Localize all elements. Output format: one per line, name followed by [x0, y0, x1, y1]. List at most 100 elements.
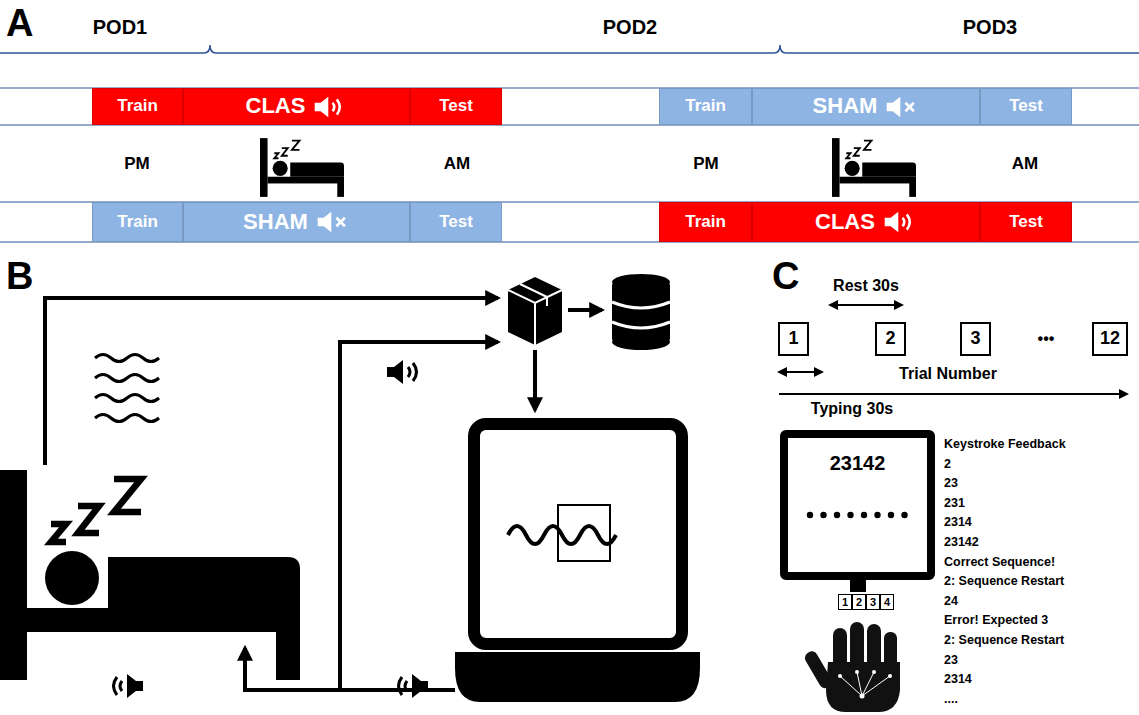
feedback-line: Keystroke Feedback	[944, 437, 1066, 451]
sleep-icon	[260, 138, 344, 197]
node-content: Test	[1009, 213, 1043, 232]
database-icon	[612, 274, 670, 350]
dot	[807, 512, 813, 518]
drawing-part	[95, 355, 159, 362]
feedback-line: 23142	[944, 535, 979, 549]
node-label: Test	[439, 97, 473, 116]
node-label: Train	[685, 97, 726, 116]
annotation: POD2	[603, 16, 657, 39]
key-box: 4	[880, 594, 894, 610]
laptop-icon	[455, 424, 700, 702]
node-content: 2	[885, 329, 895, 349]
feedback-line: 2314	[944, 515, 972, 529]
annotation: PM	[124, 154, 150, 174]
speaker-body	[315, 96, 329, 116]
node-content: Train	[685, 97, 726, 116]
speaker-icon	[114, 674, 144, 698]
monitor-screen: 23142	[780, 430, 935, 580]
node-label: 2	[885, 329, 895, 349]
trial-box: 12	[1092, 322, 1128, 356]
speaker-icon	[387, 360, 417, 384]
timing-arrows	[779, 305, 1127, 394]
node-label: Test	[439, 213, 473, 232]
annotation: •••	[1038, 330, 1055, 348]
annotation: POD3	[963, 16, 1017, 39]
node-content: Train	[117, 213, 158, 232]
trial-box: 1	[778, 322, 809, 356]
masked-input-dots	[807, 512, 908, 518]
sound-waves	[333, 99, 340, 114]
panel-letter: A	[6, 2, 33, 46]
drawing-part	[779, 371, 822, 373]
annotation: Trial Number	[899, 365, 997, 383]
panel-letter: C	[772, 255, 799, 299]
drawing-part	[568, 308, 602, 312]
mute-cross	[906, 102, 915, 111]
drawing-part	[850, 578, 866, 592]
feedback-line: 2: Sequence Restart	[944, 574, 1064, 588]
annotation: Typing 30s	[811, 400, 893, 418]
node-label: SHAM	[813, 94, 878, 118]
feedback-line: Error! Expected 3	[944, 613, 1048, 627]
node-content: 12	[1100, 329, 1120, 349]
node-content: CLAS	[246, 94, 348, 118]
node-label: Train	[117, 97, 158, 116]
node-label: 3	[870, 596, 876, 608]
node-label: CLAS	[815, 210, 875, 234]
drawing-part	[95, 395, 159, 402]
processing-box-icon	[508, 277, 562, 345]
speaker-body	[887, 96, 901, 116]
drawing-part	[558, 505, 610, 561]
feedback-line: 2	[944, 457, 951, 471]
drawing-part	[0, 45, 1139, 53]
speaker-on-icon	[313, 95, 347, 119]
phase-box: Train	[92, 88, 183, 125]
phase-box: SHAM	[752, 88, 980, 125]
dot	[861, 512, 867, 518]
node-content: Test	[439, 97, 473, 116]
node-content: Test	[1009, 97, 1043, 116]
annotation: PM	[693, 154, 719, 174]
drawing-part	[612, 302, 670, 328]
drawing-part	[45, 298, 498, 465]
dot	[834, 512, 840, 518]
speaker-on-icon	[883, 210, 917, 234]
phase-box: Train	[659, 202, 752, 242]
speaker-body	[318, 212, 332, 232]
dot	[901, 512, 907, 518]
mute-cross	[336, 218, 345, 227]
drawing-part	[830, 304, 902, 306]
node-content: CLAS	[815, 210, 917, 234]
drawing-part	[474, 424, 682, 644]
speaker-muted-icon	[885, 95, 919, 119]
feedback-line: 24	[944, 594, 958, 608]
drawing-part	[612, 282, 670, 342]
key-box: 2	[852, 594, 866, 610]
node-label: 23142	[830, 452, 886, 474]
dot	[820, 512, 826, 518]
annotation: AM	[444, 154, 470, 174]
phase-box: Test	[980, 202, 1072, 242]
sleeper-bed-icon	[0, 470, 300, 680]
panel-letter: B	[6, 255, 33, 299]
node-label: 1	[842, 596, 848, 608]
drawing-part	[95, 415, 159, 422]
timeline-bracket	[0, 45, 1139, 53]
node-content: Test	[439, 213, 473, 232]
sleep-icon	[832, 138, 916, 197]
eeg-waves	[95, 355, 159, 422]
node-content: 2	[856, 596, 862, 608]
drawing-part	[612, 274, 670, 290]
node-label: 3	[970, 329, 980, 349]
key-box: 1	[838, 594, 852, 610]
drawing-part	[95, 375, 159, 382]
drawing-part	[838, 670, 892, 699]
dot	[874, 512, 880, 518]
node-label: 2	[856, 596, 862, 608]
drawing-part	[533, 350, 537, 410]
phase-box: CLAS	[752, 202, 980, 242]
drawing-part	[508, 526, 616, 544]
node-label: Test	[1009, 97, 1043, 116]
node-content: Train	[117, 97, 158, 116]
